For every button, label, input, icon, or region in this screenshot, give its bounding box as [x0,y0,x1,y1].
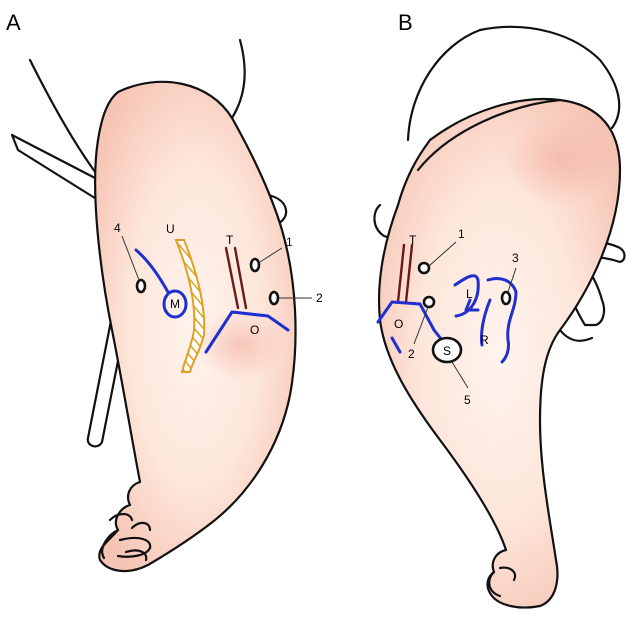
panel-b-letter: B [398,10,413,35]
panel-b-portal-1 [419,263,429,273]
panel-b-label-l: L [466,287,473,301]
panel-a-label-1: 1 [286,235,293,249]
panel-b-label-1: 1 [458,227,465,241]
panel-b-label-5: 5 [464,393,471,407]
panel-a: A U M T [6,10,323,571]
panel-a-label-4: 4 [114,221,121,235]
panel-b-upper-shading [505,115,615,205]
panel-a-portal-1 [251,259,259,271]
panel-b-label-t: T [409,233,417,247]
panel-b-label-s: S [443,344,451,358]
panel-a-portal-2 [270,292,278,304]
panel-a-label-t: T [226,233,234,247]
panel-a-label-u: U [166,222,175,236]
panel-b-label-r: R [480,333,489,347]
panel-b: B T O L R S 1 [374,10,624,608]
panel-a-elbow-shading [195,310,285,380]
panel-b-portal-2 [424,297,434,307]
panel-b-label-o: O [394,317,403,331]
panel-a-label-2: 2 [316,291,323,305]
panel-a-letter: A [6,10,21,35]
panel-a-label-m: M [170,297,180,311]
panel-a-portal-4 [137,280,145,292]
panel-b-label-3: 3 [512,251,519,265]
panel-b-portal-3 [502,292,510,304]
panel-b-label-2: 2 [408,347,415,361]
panel-a-label-o: O [250,323,259,337]
